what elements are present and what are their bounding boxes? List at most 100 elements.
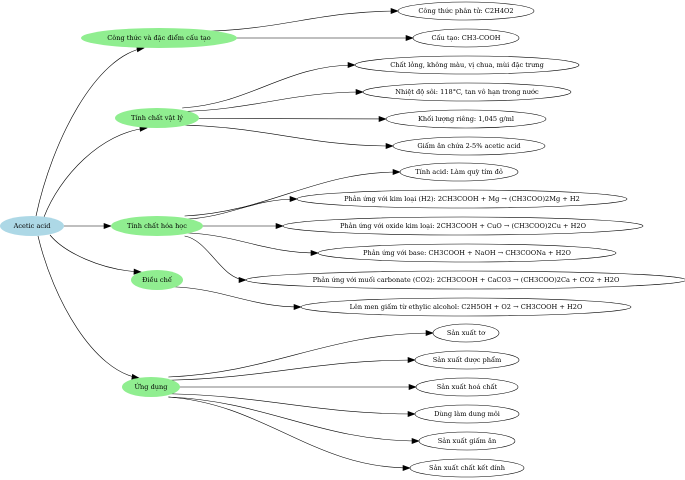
leaf-node: Dùng làm dung môi — [414, 404, 520, 424]
leaf-node-shape — [245, 270, 685, 290]
category-node: Tính chất hóa học — [111, 216, 203, 236]
category-node-shape — [122, 377, 180, 397]
category-node: Tính chất vật lý — [115, 108, 199, 128]
leaf-node: Phản ứng với kim loại (H2): 2CH3COOH + M… — [296, 189, 628, 209]
edge-category-to-leaf-arrowhead — [408, 383, 417, 391]
leaf-node-label: Sản xuất dược phẩm — [433, 355, 502, 364]
category-node-label: Công thức và đặc điểm cấu tạo — [107, 33, 211, 42]
edge-category-to-leaf — [184, 198, 298, 220]
leaf-node-shape — [412, 28, 520, 48]
leaf-node-label: Sản xuất giấm ăn — [438, 436, 497, 445]
leaf-node-label: Chất lỏng, không màu, vị chua, mùi đặc t… — [390, 60, 544, 69]
edge-category-to-leaf — [182, 64, 356, 109]
edge-category-to-leaf — [168, 396, 411, 469]
edge-category-to-leaf — [168, 359, 416, 381]
leaf-node-label: Phản ứng với kim loại (H2): 2CH3COOH + M… — [344, 194, 580, 203]
leaf-node: Giấm ăn chứa 2-5% acetic acid — [392, 136, 546, 156]
edge-category-to-leaf-arrowhead — [347, 61, 356, 69]
edge-category-to-leaf-arrowhead — [275, 222, 284, 230]
edge-category-to-leaf-arrowhead — [238, 276, 247, 284]
category-node-shape — [111, 216, 203, 236]
category-node-shape — [131, 270, 183, 290]
category-node: Ứng dụng — [122, 377, 180, 397]
leaf-node-label: Phản ứng với base: CH3COOH + NaOH → CH3C… — [363, 248, 572, 257]
leaf-node: Công thức phân tử: C2H4O2 — [397, 1, 535, 21]
edge-category-to-leaf-arrowhead — [425, 329, 434, 337]
edge-category-to-leaf — [184, 232, 319, 254]
edge-category-to-leaf-arrowhead — [390, 7, 399, 15]
leaf-node-label: Dùng làm dung môi — [434, 409, 500, 418]
category-node-label: Tính chất vật lý — [131, 113, 183, 122]
edge-root-to-category — [37, 235, 140, 379]
edge-category-to-leaf — [184, 171, 401, 217]
leaf-node: Cấu tạo: CH3-COOH — [412, 28, 520, 48]
leaf-node: Nhiệt độ sôi: 118°C, tan vô hạn trong nư… — [362, 82, 572, 102]
edge-category-to-leaf — [184, 235, 247, 281]
leaf-node-shape — [362, 82, 572, 102]
category-node-label: Tính chất hóa học — [127, 221, 187, 230]
leaf-node-shape — [300, 297, 632, 317]
leaf-node: Sản xuất giấm ăn — [418, 431, 516, 451]
edge-category-to-leaf — [168, 396, 420, 442]
edges-layer — [35, 7, 434, 472]
leaf-node: Phản ứng với muối carbonate (CO2): 2CH3C… — [245, 270, 685, 290]
edge-root-to-category — [49, 234, 142, 273]
edge-category-to-leaf — [182, 91, 364, 112]
category-node-shape — [115, 108, 199, 128]
leaf-node-label: Cấu tạo: CH3-COOH — [431, 33, 500, 42]
leaf-node-shape — [282, 216, 644, 236]
leaf-node: Lên men giấm từ ethylic alcohol: C2H5OH … — [300, 297, 632, 317]
category-node-shape — [81, 28, 237, 48]
leaf-node-label: Nhiệt độ sôi: 118°C, tan vô hạn trong nư… — [395, 88, 539, 96]
leaf-node-shape — [415, 377, 519, 397]
leaf-node-shape — [397, 1, 535, 21]
edge-category-to-leaf — [182, 117, 387, 120]
leaf-node-label: Công thức phân tử: C2H4O2 — [418, 6, 513, 15]
leaf-node-shape — [418, 431, 516, 451]
leaf-node-label: Giấm ăn chứa 2-5% acetic acid — [417, 141, 521, 150]
edge-root-to-category-arrowhead — [133, 268, 142, 275]
edge-category-to-leaf-arrowhead — [355, 88, 364, 96]
edge-category-to-leaf-arrowhead — [289, 195, 298, 203]
root-node-shape — [0, 216, 64, 236]
edge-category-to-leaf-arrowhead — [293, 303, 302, 311]
edge-root-to-category — [43, 127, 148, 218]
leaf-node-shape — [296, 189, 628, 209]
leaf-node-label: Sản xuất hoá chất — [437, 382, 498, 391]
leaf-node: Sản xuất tơ — [432, 323, 500, 343]
edge-category-to-leaf-arrowhead — [402, 464, 411, 472]
edge-category-to-leaf — [172, 286, 302, 308]
leaf-node-label: Phản ứng với muối carbonate (CO2): 2CH3C… — [313, 275, 620, 284]
category-node: Công thức và đặc điểm cấu tạo — [81, 28, 237, 48]
leaf-node-shape — [317, 243, 617, 263]
edge-root-to-category-arrowhead — [103, 222, 112, 230]
root-node-label: Acetic acid — [13, 222, 52, 230]
edge-category-to-leaf-arrowhead — [407, 410, 416, 418]
leaf-node-shape — [392, 136, 546, 156]
leaf-node-label: Khối lượng riêng: 1,045 g/ml — [418, 114, 514, 123]
edge-category-to-leaf — [168, 332, 434, 378]
leaf-node-shape — [414, 404, 520, 424]
leaf-node-label: Sản xuất chất kết dính — [429, 463, 506, 472]
leaf-node: Chất lỏng, không màu, vị chua, mùi đặc t… — [354, 55, 580, 75]
leaf-node: Sản xuất hoá chất — [415, 377, 519, 397]
edge-category-to-leaf-arrowhead — [407, 356, 416, 364]
leaf-node-label: Phản ứng với oxide kim loại: 2CH3COOH + … — [340, 221, 587, 230]
edge-category-to-leaf-arrowhead — [378, 115, 387, 123]
category-node: Điều chế — [131, 270, 183, 290]
leaf-node-shape — [385, 109, 547, 129]
edge-category-to-leaf-arrowhead — [385, 142, 394, 150]
leaf-node: Sản xuất dược phẩm — [414, 350, 520, 370]
leaf-node-shape — [432, 323, 500, 343]
edge-category-to-leaf — [205, 10, 399, 32]
edge-root-to-category — [35, 47, 145, 217]
edge-category-to-leaf — [168, 393, 416, 415]
root-node: Acetic acid — [0, 216, 64, 236]
edge-category-to-leaf-arrowhead — [411, 437, 420, 445]
category-node-label: Điều chế — [142, 275, 173, 284]
edge-category-to-leaf-arrowhead — [392, 168, 401, 176]
leaf-node-label: Sản xuất tơ — [447, 328, 486, 337]
edge-category-to-leaf-arrowhead — [405, 34, 414, 42]
